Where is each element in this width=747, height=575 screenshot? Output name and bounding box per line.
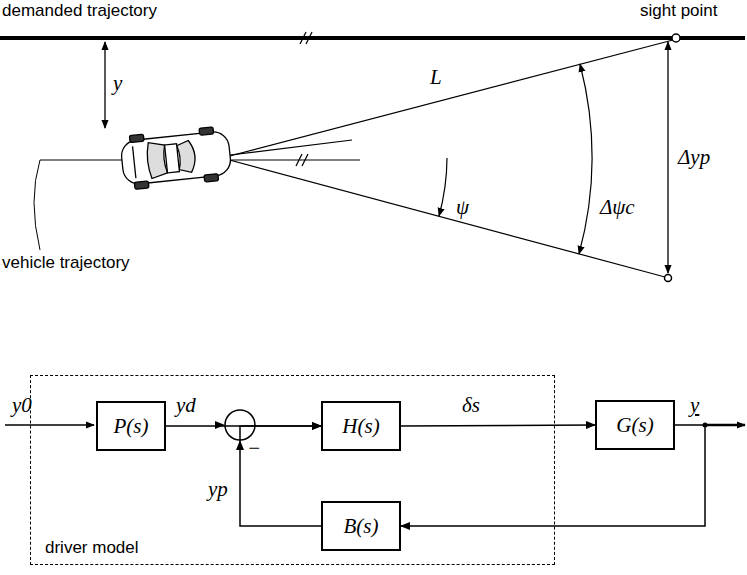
signal-line [401,425,595,426]
signal-name: yd [176,394,196,417]
distance-label: Δyp [678,146,710,169]
signal-name: y [690,394,699,417]
block-name: P(s) [114,414,149,439]
transfer-block: H(s) [321,401,401,451]
group-title: driver model [45,538,139,558]
transfer-block: P(s) [96,401,166,451]
junction-arrowhead [236,440,244,450]
signal-name: y0 [12,394,32,417]
signal-line [240,426,321,526]
trajectory-label: vehicle trajectory [2,254,130,273]
trajectory-label: demanded trajectory [2,2,157,21]
block-name: H(s) [342,414,379,439]
transfer-block: B(s) [321,501,401,551]
angle-label: ψ [456,196,469,219]
angle-label: Δψc [600,196,635,219]
signal-name: yp [208,478,228,501]
block-name: B(s) [344,514,379,539]
junction-arrowhead [215,421,225,429]
block-name: G(s) [616,413,653,438]
distance-label: y [113,72,122,95]
point-label: sight point [640,2,718,21]
transfer-block: G(s) [595,400,675,450]
signal-name: δs [462,394,480,417]
distance-label: L [430,66,442,89]
sign-label: − [247,437,261,460]
